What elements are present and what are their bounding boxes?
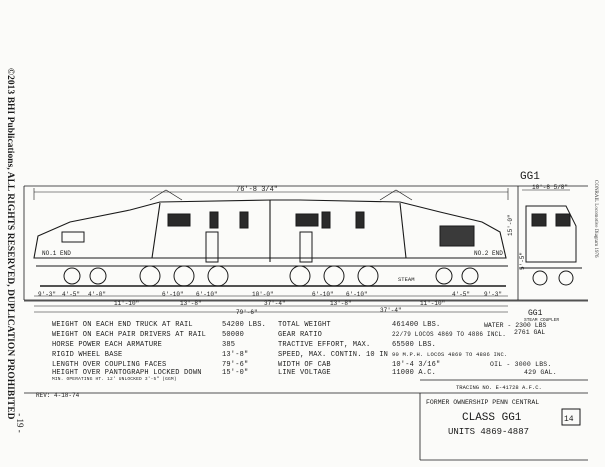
- spec-oil: OIL - 3000 LBS.: [490, 361, 552, 368]
- bottom-dimension-lines: [34, 295, 508, 313]
- spec-left-4: LENGTH OVER COUPLING FACES: [52, 361, 167, 369]
- dim-lower-5: 6'-10": [196, 291, 218, 298]
- wheel-set: [40, 265, 506, 287]
- steam-label: STEAM: [398, 276, 415, 283]
- end-view: [520, 205, 582, 286]
- dim-height-mid: 5'-5": [519, 252, 526, 270]
- steam-box-title: GG1: [528, 309, 543, 318]
- former-ownership: FORMER OWNERSHIP PENN CENTRAL: [426, 399, 539, 406]
- spec-left-note: MIN. OPERATING HT. 12' UNLOCKED 3'-5" (G…: [52, 377, 177, 382]
- tracing-number: TRACING NO. E-41728 A.F.C.: [456, 384, 542, 391]
- spec-right-3: SPEED, MAX. CONTIN. 10 IN: [278, 351, 389, 359]
- steam-box-gal: 2761 GAL: [514, 329, 545, 336]
- class-title: CLASS GG1: [462, 412, 522, 424]
- spec-right-1: GEAR RATIO: [278, 331, 323, 339]
- dim-lower-1: 4'-5": [62, 291, 80, 298]
- spec-right-2: TRACTIVE EFFORT, MAX.: [278, 341, 371, 349]
- dim-lower-9: 11'-10": [420, 300, 445, 307]
- spec-right-4: WIDTH OF CAB: [278, 361, 331, 369]
- top-dimension-lines: [33, 188, 570, 200]
- end1-label: NO.1 END: [42, 250, 71, 257]
- spec-left-2: HORSE POWER EACH ARMATURE: [52, 341, 163, 349]
- dim-height-side: 15'-0": [507, 214, 514, 236]
- dim-lower-4: 6'-10": [162, 291, 184, 298]
- unit-numbers: UNITS 4869-4887: [448, 427, 529, 437]
- dim-lower-7: 6'-10": [312, 291, 334, 298]
- dim-group-1: 13'-8": [330, 300, 352, 307]
- locomotive-body: [33, 189, 508, 267]
- dim-cab-length: 76'-8 3/4": [236, 186, 278, 194]
- sheet-number: 14: [564, 415, 574, 424]
- spec-left-0: WEIGHT ON EACH END TRUCK AT RAIL: [52, 321, 193, 329]
- spec-right-2-value: 65500 LBS.: [392, 341, 437, 349]
- spec-left-2-value: 385: [222, 341, 236, 349]
- spec-right-0: TOTAL WEIGHT: [278, 321, 331, 329]
- dim-lower-10: 4'-5": [452, 291, 470, 298]
- steam-coupler-box: GG1 STEAM COUPLER WATER - 2300 LBS 2761 …: [484, 309, 559, 336]
- spec-right-3-value: 90 M.P.H. LOCOS 4869 TO 4886 INC.: [392, 351, 508, 358]
- dim-lower-6: 10'-0": [252, 291, 274, 298]
- dim-overall-length: 79'-6": [236, 309, 258, 316]
- cab-windows: [61, 211, 475, 263]
- dim-right-top: 10'-8 5/8": [532, 184, 568, 191]
- spec-right-4-value: 10'-4 3/16": [392, 361, 441, 369]
- spec-left-1: WEIGHT ON EACH PAIR DRIVERS AT RAIL: [52, 331, 207, 339]
- dim-lower-0: 9'-3": [38, 291, 56, 298]
- spec-left-0-value: 54200 LBS.: [222, 321, 267, 329]
- spec-left-3: RIGID WHEEL BASE: [52, 351, 123, 359]
- end2-label: NO.2 END: [474, 250, 503, 257]
- dim-lower-11: 9'-3": [484, 291, 502, 298]
- sheet-number-box: [561, 408, 581, 426]
- spec-right-5: LINE VOLTAGE: [278, 369, 331, 377]
- dim-lower-3: 11'-10": [114, 300, 139, 307]
- spec-left-5: HEIGHT OVER PANTOGRAPH LOCKED DOWN: [52, 369, 202, 377]
- dim-lower-8: 6'-10": [346, 291, 368, 298]
- frame-lines: [23, 185, 588, 461]
- dim-lower-row: 9'-3" 4'-5" 4'-0" 11'-10" 6'-10" 6'-10" …: [38, 291, 502, 316]
- spec-left-1-value: 50000: [222, 331, 245, 339]
- dim-lower-2: 4'-0": [88, 291, 106, 298]
- class-tag: GG1: [520, 171, 540, 183]
- spec-left-5-value: 15'-0": [222, 369, 249, 377]
- spec-right-5-value: 11000 A.C.: [392, 369, 437, 377]
- spec-left-4-value: 79'-6": [222, 361, 249, 369]
- dim-half-1: 37'-4": [380, 307, 402, 314]
- spec-right-0-value: 461400 LBS.: [392, 321, 441, 329]
- spec-left-3-value: 13'-8": [222, 351, 249, 359]
- spec-right-1-value: 22/79 LOCOS 4869 TO 4886 INCL.: [392, 331, 507, 338]
- dim-group-0: 13'-8": [180, 300, 202, 307]
- dim-half-0: 37'-4": [264, 300, 286, 307]
- spec-oil-gal: 429 GAL.: [524, 369, 557, 376]
- steam-box-water: WATER - 2300 LBS: [484, 322, 547, 329]
- revision-date: REV: 4-18-74: [36, 392, 80, 399]
- steam-box-coupler: STEAM COUPLER: [524, 317, 559, 323]
